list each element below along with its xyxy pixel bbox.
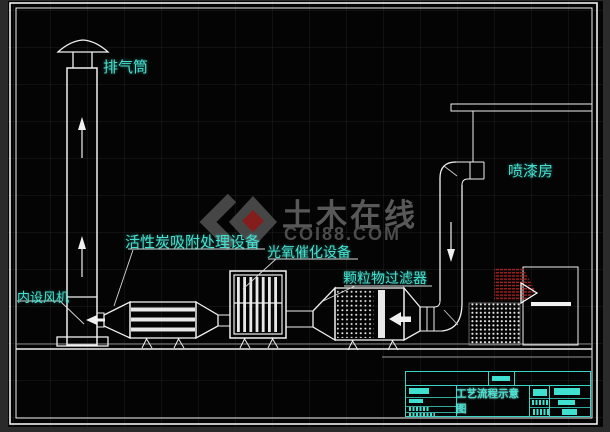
title-block-field-blob (409, 413, 435, 416)
label-photo-catalytic-unit: 光氧催化设备 (267, 244, 351, 260)
watermark-domain-text: COI88.COM (284, 224, 402, 244)
stamp-text-blob (492, 376, 510, 381)
title-block-line (406, 385, 590, 386)
filter-panel-grid (468, 302, 521, 346)
title-block-line (529, 407, 590, 408)
watermark-brand-text: 土木在线 (282, 198, 418, 233)
stack-inlet-arrow (86, 312, 105, 328)
title-block-field-blob (532, 400, 548, 405)
title-block-line (529, 386, 530, 416)
title-block-field-blob (409, 388, 429, 394)
title-block-line (456, 386, 457, 416)
title-block-field-blob (409, 399, 423, 403)
watermark-chevron-icon (199, 193, 237, 251)
title-block: 工艺流程示意图 (405, 371, 591, 417)
title-block-field-blob (533, 409, 549, 415)
title-block-field-blob (533, 389, 547, 396)
title-block-field-blob (409, 407, 429, 411)
particulate-filter-unit (312, 286, 442, 351)
stack-flow-arrow-up (78, 117, 86, 277)
drawing-title: 工艺流程示意图 (456, 388, 519, 415)
sheet-border (9, 2, 598, 425)
label-spray-room: 喷漆房 (508, 163, 554, 180)
label-exhaust-stack: 排气筒 (103, 59, 149, 76)
label-internal-fan: 内设风机 (17, 290, 70, 305)
duct-flow-arrow-down (447, 222, 455, 262)
duct-run (433, 111, 485, 332)
title-block-line (529, 398, 590, 399)
title-block-field-blob (558, 400, 575, 405)
title-block-line (549, 386, 550, 416)
label-activated-carbon-unit: 活性炭吸附处理设备 (125, 234, 261, 251)
filter-flow-arrow-left (389, 312, 401, 326)
spray-mist-hatch (494, 268, 536, 301)
title-block-field-blob (554, 388, 580, 395)
spray-room-structure (468, 266, 579, 346)
exhaust-stack (56, 39, 110, 347)
title-block-field-blob (562, 409, 577, 415)
photo-catalytic-unit (229, 270, 287, 349)
title-block-line (406, 412, 456, 413)
title-block-stamp-cell (488, 372, 515, 385)
watermark-red-diamond-icon (242, 210, 264, 232)
sheet-background-grid (8, 1, 603, 427)
ceiling-beam (450, 103, 593, 112)
title-block-line (406, 406, 456, 407)
title-block-line (406, 397, 456, 398)
spray-arrow-outline (520, 281, 539, 305)
leader-lines (17, 248, 432, 325)
label-particulate-filter: 颗粒物过滤器 (343, 270, 427, 286)
activated-carbon-unit (103, 300, 231, 349)
connector-duct (285, 310, 314, 328)
